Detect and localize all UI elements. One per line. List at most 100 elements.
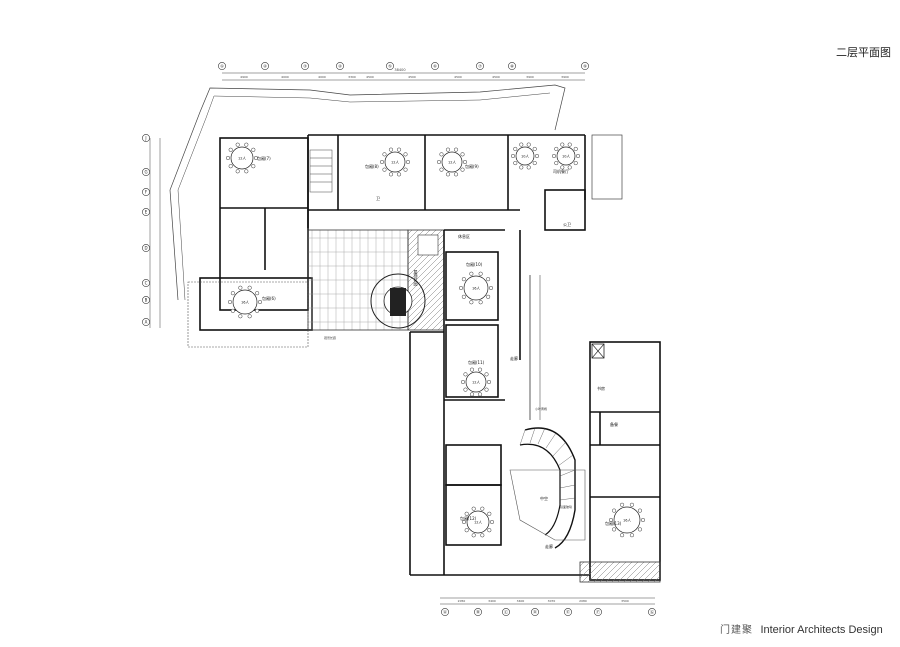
round-table-4: 10人: [510, 142, 540, 170]
bottom-dim-1: 2050: [458, 599, 466, 603]
top-axis-6: ⑥: [431, 62, 439, 70]
svg-text:Ⓑ: Ⓑ: [476, 609, 480, 615]
left-axis-G: G: [142, 168, 150, 176]
room-label-rest: 休息区: [458, 233, 470, 239]
note-view-corridor: 观景长廊: [324, 335, 336, 340]
svg-text:B: B: [145, 298, 148, 303]
central-wing-walls: [409, 229, 590, 576]
svg-text:D: D: [144, 246, 147, 251]
note-boxwood: 小叶黄杨: [535, 406, 547, 411]
bottom-axis-4: Ⓓ: [531, 608, 539, 616]
svg-text:Ⓕ: Ⓕ: [596, 609, 600, 615]
round-table-10: 16人: [608, 502, 646, 538]
top-dim-8: 4500: [492, 75, 500, 79]
top-dim-9: 3900: [526, 75, 534, 79]
bottom-dim-2: 3400: [488, 599, 496, 603]
svg-text:16人: 16人: [472, 286, 480, 291]
room-label-study: 书房: [597, 385, 605, 391]
top-axis-4: ④: [336, 62, 344, 70]
svg-text:10人: 10人: [521, 154, 529, 159]
left-axis-E: E: [142, 208, 150, 216]
round-tables: 12人 12人 12人 10人 10人 16人 12人 16人 12人 16人: [225, 142, 646, 538]
round-table-8: 16人: [227, 285, 263, 319]
top-axis-markers: ① ② ③ ④ ⑤ ⑥ ⑦ ⑧ ⑨: [218, 62, 589, 70]
left-axis-C: C: [142, 279, 150, 287]
svg-text:⑨: ⑨: [583, 64, 587, 69]
round-table-1: 12人: [225, 142, 259, 174]
top-dim-10: 3900: [561, 75, 569, 79]
top-dim-2: 4000: [281, 75, 289, 79]
stair-west: [309, 149, 333, 193]
top-dim-6: 4500: [408, 75, 416, 79]
bottom-dim-4: 3070: [548, 599, 556, 603]
room-label-void: 中空: [540, 495, 548, 501]
top-axis-2: ②: [261, 62, 269, 70]
brand-name: Interior Architects Design: [760, 624, 883, 636]
round-table-7: 12人: [460, 367, 492, 397]
bottom-axis-1: Ⓐ: [441, 608, 449, 616]
top-dim-4: 3300: [348, 75, 356, 79]
top-axis-3: ③: [301, 62, 309, 70]
top-dim-3: 4000: [318, 75, 326, 79]
svg-text:12人: 12人: [472, 380, 480, 385]
top-dimension-chain: [222, 72, 585, 81]
svg-text:Ⓐ: Ⓐ: [443, 609, 447, 615]
svg-text:Ⓔ: Ⓔ: [566, 609, 570, 615]
top-dimension-labels: 4900 4000 4000 3300 4500 4500 4500 4500 3900 3900: [240, 75, 569, 79]
left-axis-J: J: [142, 134, 150, 142]
room-label-13: 包厢(13): [605, 520, 622, 526]
svg-text:⑥: ⑥: [433, 64, 437, 69]
left-axis-markers: J G F E D C B A: [142, 134, 150, 326]
room-labels: 包厢(7) 包厢(8) 包厢(9) 司机餐厅 休息区 屋顶花园 包厢(10) 包…: [257, 155, 622, 549]
left-axis-B: B: [142, 296, 150, 304]
svg-text:①: ①: [220, 64, 224, 69]
svg-text:A: A: [145, 320, 148, 325]
svg-text:12人: 12人: [238, 156, 246, 161]
east-wing-walls: [589, 341, 661, 581]
top-axis-9: ⑨: [581, 62, 589, 70]
svg-text:16人: 16人: [623, 518, 631, 523]
bottom-axis-3: Ⓒ: [502, 608, 510, 616]
bottom-axis-6: Ⓕ: [594, 608, 602, 616]
top-dim-1: 4900: [240, 75, 248, 79]
svg-text:12人: 12人: [391, 160, 399, 165]
room-label-driver: 司机餐厅: [553, 168, 569, 174]
svg-text:Ⓖ: Ⓖ: [650, 609, 654, 615]
top-total-dim: 38400: [394, 68, 405, 72]
room-label-corridor: 走廊: [510, 355, 518, 361]
svg-text:F: F: [145, 190, 148, 195]
top-dim-7: 4500: [454, 75, 462, 79]
room-label-6: 包厢(6): [262, 295, 276, 301]
room-label-garden: 屋顶花园: [414, 269, 419, 287]
round-table-2: 12人: [379, 147, 411, 177]
left-axis-D: D: [142, 244, 150, 252]
bottom-axis-2: Ⓑ: [474, 608, 482, 616]
top-axis-5: ⑤: [386, 62, 394, 70]
round-table-3: 12人: [436, 147, 468, 177]
svg-text:12人: 12人: [474, 520, 482, 525]
bottom-axis-7: Ⓖ: [648, 608, 656, 616]
room-label-pantry: 备餐: [610, 421, 618, 427]
north-wing-walls: [307, 134, 586, 231]
top-dim-5: 4500: [366, 75, 374, 79]
room-label-corridor2: 走廊: [545, 543, 553, 549]
spiral-stair-circle: [370, 273, 426, 329]
svg-text:16人: 16人: [241, 300, 249, 305]
top-axis-8: ⑧: [508, 62, 516, 70]
svg-text:E: E: [145, 210, 148, 215]
svg-text:⑧: ⑧: [510, 64, 514, 69]
canopy-outline: [169, 84, 566, 301]
room-label-8: 包厢(8): [365, 163, 379, 169]
round-table-9: 12人: [461, 506, 495, 538]
svg-text:Ⓓ: Ⓓ: [533, 609, 537, 615]
bottom-dim-5: 2080: [579, 599, 587, 603]
svg-text:10人: 10人: [562, 154, 570, 159]
top-axis-7: ⑦: [476, 62, 484, 70]
room-label-toilet: 公卫: [563, 222, 571, 227]
svg-text:C: C: [145, 281, 148, 286]
bottom-axis-5: Ⓔ: [564, 608, 572, 616]
left-axis-F: F: [142, 188, 150, 196]
brand-logo: 门建聚: [720, 625, 753, 636]
svg-text:Ⓒ: Ⓒ: [504, 609, 508, 615]
